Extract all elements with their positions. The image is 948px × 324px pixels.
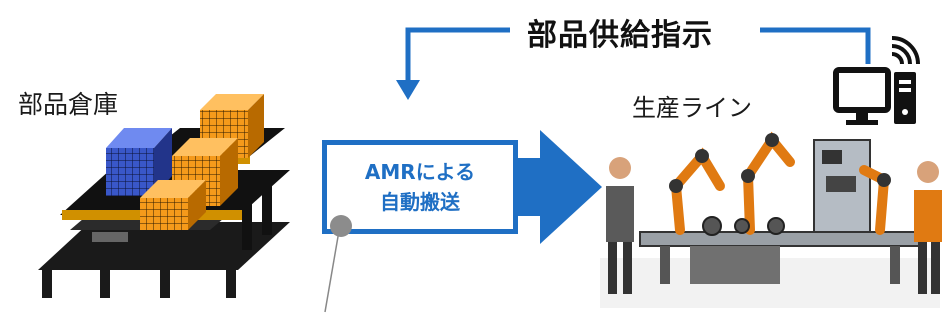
warehouse-label: 部品倉庫 xyxy=(18,90,119,119)
amr-label-line1: AMRによる xyxy=(364,160,476,184)
instruction-arrow xyxy=(405,27,871,84)
amr-transport-box: AMRによる 自動搬送 xyxy=(322,140,518,234)
callout-line xyxy=(324,224,341,313)
part-boxes xyxy=(106,94,264,230)
amr-label-line2: 自動搬送 xyxy=(380,190,460,214)
transfer-arrow xyxy=(508,130,602,244)
production-line-illustration xyxy=(600,131,942,308)
computer-icon xyxy=(833,36,920,125)
production-line-label: 生産ライン xyxy=(632,94,752,122)
instruction-title: 部品供給指示 xyxy=(527,18,713,53)
instruction-arrow-head xyxy=(396,80,420,100)
